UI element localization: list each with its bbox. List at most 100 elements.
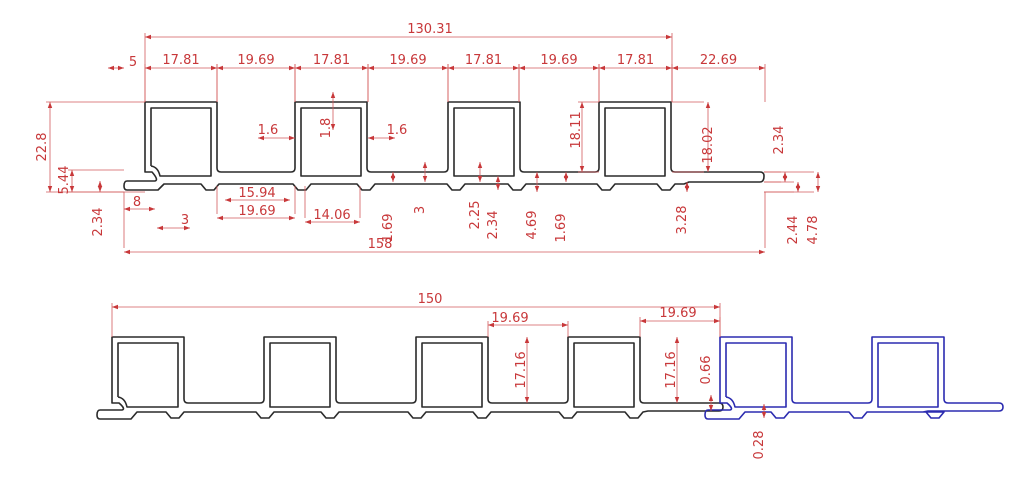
dimension-arrow — [225, 197, 231, 203]
dimension-arrow — [389, 135, 395, 141]
dimension-arrow — [47, 186, 53, 192]
dimension-arrow — [124, 249, 130, 255]
dimension-label: 130.31 — [407, 22, 453, 37]
dimension-label: 2.34 — [91, 208, 106, 237]
dimension-label: 19.69 — [540, 53, 577, 68]
dimension-arrow — [714, 318, 720, 324]
dimension-arrow — [354, 219, 360, 225]
dimension-arrow — [284, 197, 290, 203]
hollow-chamber — [150, 107, 212, 177]
dimension-arrow — [422, 162, 428, 168]
dimension-arrow — [672, 65, 678, 71]
dimension-label: 18.11 — [569, 111, 584, 148]
dimension-arrow — [118, 65, 124, 71]
dimension-arrow — [708, 405, 714, 411]
dimension-label: 22.8 — [35, 133, 50, 162]
hollow-chamber — [300, 107, 362, 177]
dimension-arrow — [145, 65, 151, 71]
hollow-chamber — [421, 342, 483, 408]
dimension-label: 1.6 — [387, 123, 408, 138]
dimension-arrow — [289, 65, 295, 71]
dimension-arrow — [97, 186, 103, 192]
dimension-arrow — [714, 304, 720, 310]
dimension-label: 4.69 — [525, 211, 540, 240]
profiles — [96, 101, 1024, 450]
dimension-arrow — [684, 186, 690, 192]
dimension-arrow — [524, 337, 530, 343]
dimension-label: 3 — [181, 213, 189, 228]
dimension-arrow — [157, 225, 163, 231]
hollow-chamber — [453, 107, 515, 177]
dimension-arrow — [69, 170, 75, 176]
dimension-arrow — [390, 176, 396, 182]
dimension-arrow — [477, 162, 483, 168]
dimension-arrow — [782, 176, 788, 182]
dimension-label: 17.16 — [664, 351, 679, 388]
dimension-label: 19.69 — [491, 311, 528, 326]
dimension-label: 19.69 — [659, 306, 696, 321]
dimension-arrow — [184, 225, 190, 231]
hollow-chamber — [877, 342, 939, 408]
dimension-label: 2.34 — [772, 126, 787, 155]
dimension-arrow — [217, 65, 223, 71]
dimension-label: 0.66 — [699, 356, 714, 385]
dimension-label: 1.8 — [319, 118, 334, 139]
dimension-label: 22.69 — [700, 53, 737, 68]
dimension-arrow — [534, 172, 540, 178]
dimension-arrow — [563, 176, 569, 182]
dimension-arrow — [495, 176, 501, 182]
dimension-arrow — [362, 65, 368, 71]
dimension-label: 2.34 — [486, 211, 501, 240]
dimension-arrow — [534, 186, 540, 192]
dimension-arrow — [258, 135, 264, 141]
hollow-chamber — [269, 342, 331, 408]
profile-bottom-2-copy — [704, 336, 1004, 420]
dimension-arrow — [97, 181, 103, 187]
dimension-arrow — [108, 65, 114, 71]
dimension-arrow — [759, 249, 765, 255]
dimension-arrow — [599, 65, 605, 71]
dimension-label: 14.06 — [313, 208, 350, 223]
dimension-arrow — [674, 397, 680, 403]
dimension-label: 17.81 — [162, 53, 199, 68]
dimension-arrow — [368, 135, 374, 141]
dimension-arrow — [705, 102, 711, 108]
dimension-label: 2.44 — [786, 216, 801, 245]
dimension-label: 18.02 — [701, 126, 716, 163]
dimension-arrow — [519, 65, 525, 71]
dimension-arrow — [705, 166, 711, 172]
dimension-label: 5 — [129, 55, 137, 70]
dimension-arrow — [477, 176, 483, 182]
dimension-arrow — [666, 65, 672, 71]
dimension-arrow — [289, 215, 295, 221]
dimension-arrow — [488, 322, 494, 328]
mask — [1004, 300, 1024, 450]
dimension-arrow — [579, 166, 585, 172]
hollow-chamber — [117, 342, 179, 408]
dimension-arrow — [145, 34, 151, 40]
dimension-arrow — [674, 337, 680, 343]
dimension-arrow — [442, 65, 448, 71]
dimension-label: 5.44 — [57, 166, 72, 195]
dimension-arrow — [368, 65, 374, 71]
dimension-arrow — [422, 176, 428, 182]
dimension-arrow — [330, 92, 336, 98]
dimension-label: 8 — [133, 195, 141, 210]
hollow-chamber — [573, 342, 635, 408]
dimension-arrow — [761, 412, 767, 418]
dimension-label: 150 — [418, 292, 443, 307]
dimension-arrow — [815, 186, 821, 192]
dimension-arrow — [305, 219, 311, 225]
dimension-arrow — [112, 304, 118, 310]
dimension-arrow — [593, 65, 599, 71]
dimension-label: 0.28 — [752, 431, 767, 460]
dimension-arrow — [795, 186, 801, 192]
dimension-arrow — [448, 65, 454, 71]
dimension-arrow — [759, 65, 765, 71]
dimension-label: 3.28 — [675, 206, 690, 235]
dimension-arrow — [211, 65, 217, 71]
dimension-label: 15.94 — [238, 186, 275, 201]
dimension-label: 19.69 — [389, 53, 426, 68]
dimension-arrow — [295, 65, 301, 71]
